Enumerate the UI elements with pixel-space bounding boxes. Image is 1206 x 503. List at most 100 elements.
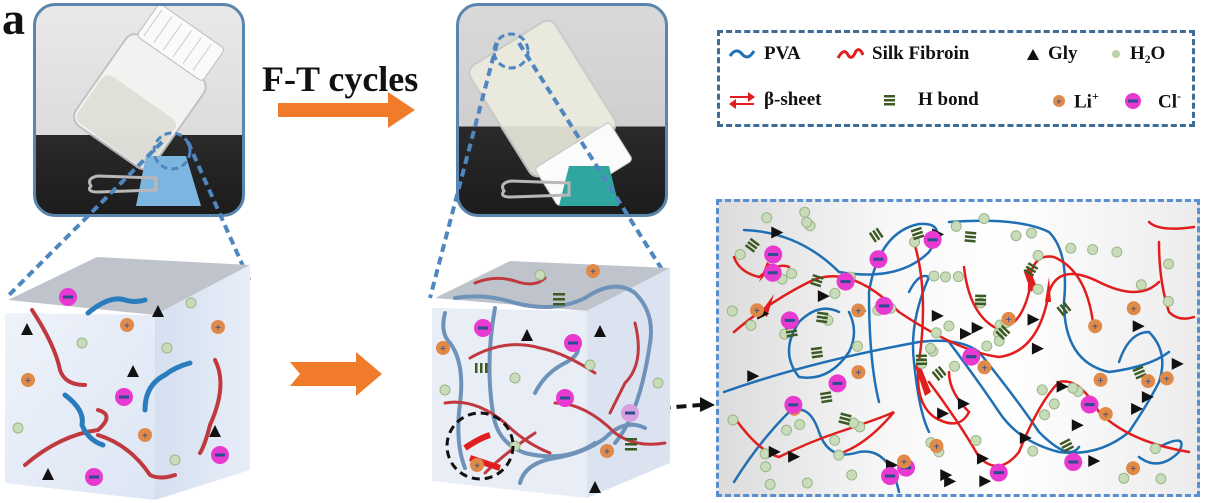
minus-sign [784,318,795,322]
water-molecule [734,248,746,260]
legend-item-pva: PVA [728,43,801,65]
glycerol-marker [768,445,781,458]
glycerol-marker [1171,357,1184,370]
svg-text:+: + [604,446,610,458]
minus-sign [966,355,977,359]
water-molecule [1087,244,1099,256]
svg-text:+: + [474,460,480,472]
minus-sign [993,471,1004,475]
h-bond-marker [810,274,824,288]
water-molecule [801,477,813,489]
glycerol-marker [940,469,953,482]
h-bond-marker [975,294,987,306]
legend-item-h-bond: H bond [882,89,979,111]
minus-sign [768,252,779,256]
glycerol-marker [957,397,970,410]
legend: PVA Silk Fibroin Gly H₂O β-sheet H bond [717,30,1195,127]
glycerol-marker [979,475,992,488]
water-molecule [833,449,845,461]
water-molecule [829,287,841,299]
plus-sign: + [1103,409,1109,421]
water-molecule [943,320,955,332]
glycerol-marker [960,327,973,340]
water-molecule [1032,283,1044,295]
water-molecule [940,271,952,283]
water-molecule [928,270,940,282]
glycerol-marker [1019,431,1032,444]
water-molecule [727,414,739,426]
plus-sign: + [754,305,760,317]
lithium-ion [1098,406,1113,421]
water-molecule [1065,242,1077,254]
h-bond-marker [819,391,833,404]
minus-sign [767,271,778,275]
water-molecule [981,340,993,352]
minus-sign [1068,460,1079,464]
water-molecule [1118,472,1130,484]
legend-item-beta-sheet: β-sheet [728,89,822,111]
zoomed-network-view: +++++++++++++++ [716,199,1200,497]
water-molecule [1039,409,1051,421]
water-molecule [846,469,858,481]
lithium-ion [1141,374,1156,389]
water-molecule [930,327,942,339]
h-bond-marker [910,226,925,241]
plus-sign: + [1145,376,1151,388]
minus-sign [885,474,896,478]
beta-sheet-arrows-icon [729,92,755,109]
lithium-ion [1126,301,1141,316]
water-molecule [761,212,773,224]
zoom-circle [492,32,530,70]
lithium-ion [851,303,866,318]
lithium-ion [1159,371,1174,386]
gly-triangle-icon [1027,49,1039,60]
svg-text:+: + [440,343,446,355]
glycerol-marker [747,370,760,383]
water-molecule [829,434,841,446]
silk-fibroin-wave-icon [836,48,864,59]
lithium-ion [977,360,992,375]
plus-sign: + [933,441,939,453]
panel-label: a [2,0,25,44]
plus-sign: + [1097,375,1103,387]
water-molecule [1162,295,1174,307]
water-molecule [1149,443,1161,455]
water-molecule [978,213,990,225]
glycerol-marker [1088,454,1101,467]
lithium-ion [851,365,866,380]
legend-item-cl-ion: Cl- [1124,89,1181,113]
water-molecule [952,271,964,283]
water-molecule [799,206,811,218]
lithium-ion [1126,461,1141,476]
lithium-ion [749,303,764,318]
svg-text:+: + [142,430,148,442]
plus-sign: + [1005,314,1011,326]
process-arrow [278,92,415,128]
svg-text:+: + [590,266,596,278]
glycerol-marker [817,290,830,303]
plus-sign: + [901,456,907,468]
before-vial-illustration [73,6,224,206]
legend-item-water: H₂O [1110,43,1165,65]
before-vial-photo [33,3,245,217]
glycerol-marker [1027,313,1040,326]
water-molecule [745,319,757,331]
magnify-arrow-head [700,397,715,412]
water-molecule [1032,249,1044,261]
process-label: F-T cycles [262,59,419,99]
glycerol-marker [971,321,984,334]
water-molecule [949,360,961,372]
water-molecule [1155,473,1167,485]
water-molecule [1048,398,1060,410]
water-molecule [852,340,864,352]
svg-text:+: + [1056,97,1062,108]
water-molecule [726,305,738,317]
h-bond-marker [744,237,760,253]
glycerol-marker [1131,402,1144,415]
glycerol-marker [1056,380,1069,393]
water-molecule [909,236,921,248]
glycerol-marker [1141,391,1154,404]
h-bond-marker [868,227,884,243]
water-molecule [950,220,962,232]
water-molecule [779,328,791,340]
